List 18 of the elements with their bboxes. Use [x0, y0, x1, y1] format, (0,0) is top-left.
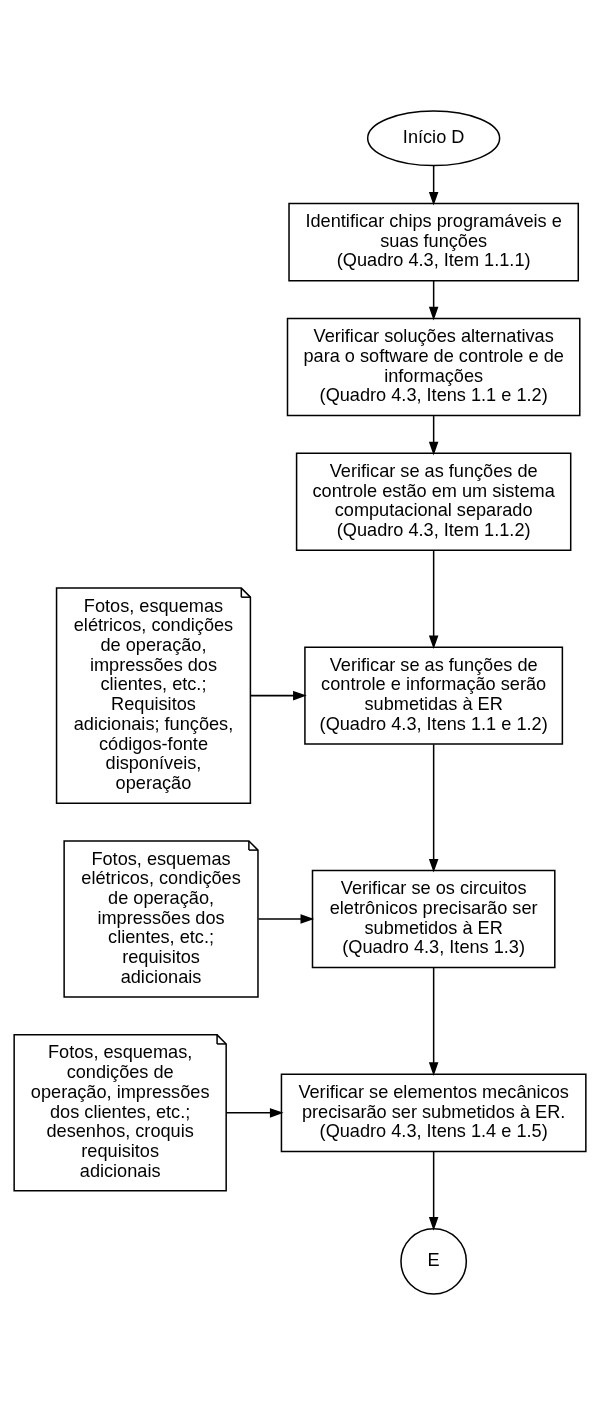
arrow: [428, 415, 439, 456]
arrow: [428, 280, 439, 321]
arrow: [428, 743, 439, 873]
node-box: Verificar se elementos mecânicos precisarão ser submetidos à ER. (Quadro 4.3, Itens 1.4 e 1.5): [280, 1073, 587, 1153]
node-box: Verificar soluções alternativas para o software de controle e de informações (Quadro 4.3, Itens 1.1 e 1.2): [286, 317, 581, 417]
node-box: Verificar se os circuitos eletrônicos precisarão ser submetidos à ER (Quadro 4.3, Itens 1.3): [311, 869, 556, 969]
node-circle: E: [400, 1227, 468, 1295]
arrow: [250, 690, 307, 701]
arrow: [428, 1151, 439, 1231]
arrow: [225, 1108, 284, 1118]
arrow: [428, 549, 439, 650]
node-ellipse: Início D: [366, 110, 501, 167]
node-box: Identificar chips programáveis e suas funções (Quadro 4.3, Item 1.1.1): [288, 202, 580, 282]
arrow: [257, 914, 315, 924]
arrow: [428, 165, 439, 206]
node-box: Verificar se as funções de controle e informação serão submetidas à ER (Quadro 4.3, Itens 1.1 e 1.2): [304, 646, 564, 745]
arrow: [428, 966, 439, 1076]
node-box: Verificar se as funções de controle estão em um sistema computacional separado (Quadro 4.3, Item 1.1.2): [295, 452, 572, 551]
